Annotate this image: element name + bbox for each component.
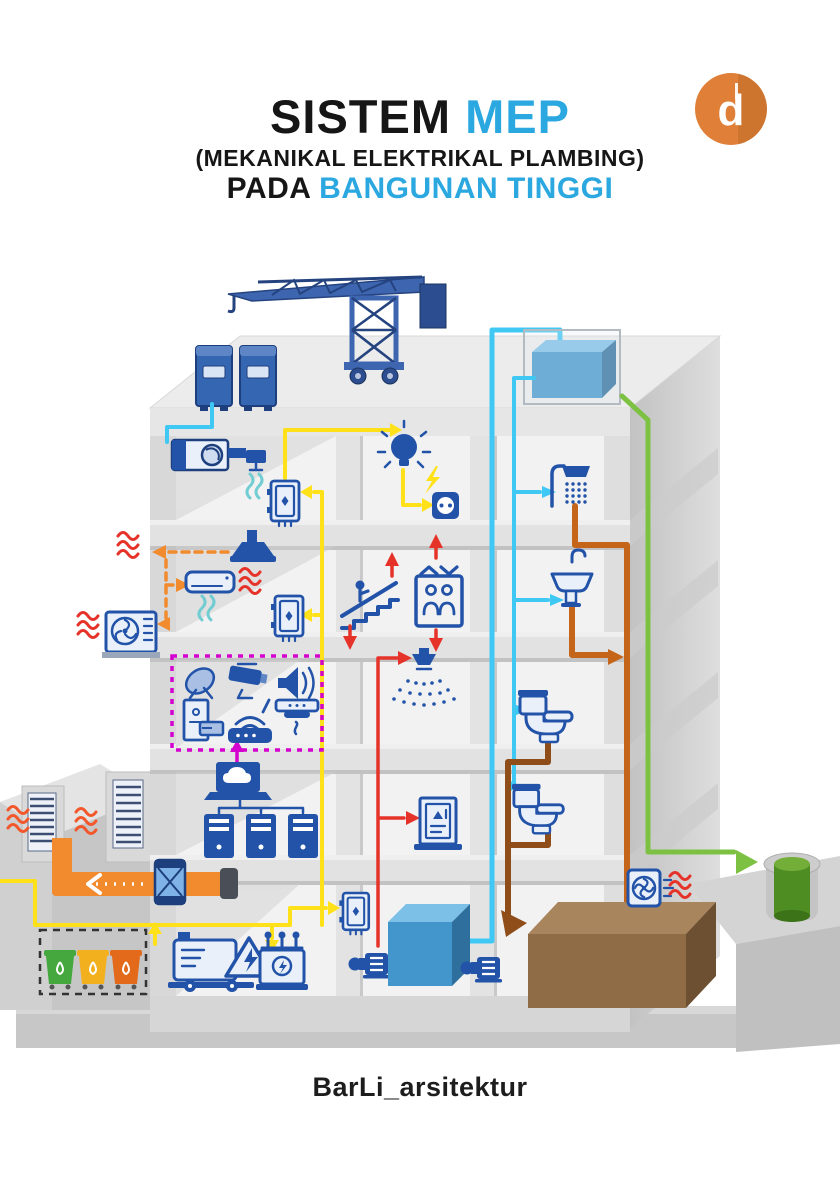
smoke-detector-icon xyxy=(274,698,320,736)
lightning-bolt-icon xyxy=(425,466,440,494)
exhaust-duct xyxy=(52,838,238,906)
title-part2: MEP xyxy=(465,90,570,143)
server-rack-icon xyxy=(204,762,318,858)
waste-bin-area xyxy=(38,928,148,996)
electrical-panel-icon xyxy=(269,594,305,643)
credit-text: BarLi_arsitektur xyxy=(312,1072,528,1102)
logo-tick xyxy=(735,83,738,99)
light-bulb-icon xyxy=(376,419,432,469)
title-line3: PADA BANGUNAN TINGGI xyxy=(0,171,840,205)
infiltration-well-icon xyxy=(763,852,821,922)
generator-icon xyxy=(168,932,274,992)
waste-bin-icon xyxy=(110,950,142,990)
title-line1: SISTEM MEP xyxy=(0,90,840,143)
fire-protection-pipe xyxy=(376,651,420,948)
kitchen-hood-icon xyxy=(230,530,276,595)
cooling-unit-icon xyxy=(195,345,277,411)
heat-waves-icon xyxy=(76,611,100,639)
title-part1: SISTEM xyxy=(270,90,452,143)
split-ac-outdoor-icon xyxy=(76,610,160,658)
refrigerant-line xyxy=(152,545,230,631)
tower-crane-icon xyxy=(227,275,447,385)
title-subtitle: (MEKANIKAL ELEKTRIKAL PLAMBING) xyxy=(195,144,645,171)
hydrant-box-icon xyxy=(414,796,462,850)
speaker-icon xyxy=(278,666,315,700)
exhaust-duct-fan-icon xyxy=(153,858,187,906)
power-socket-icon xyxy=(432,492,459,519)
exhaust-fan-icon xyxy=(626,868,692,908)
split-ac-indoor-icon xyxy=(184,570,236,622)
rooftop-water-tank-icon xyxy=(523,329,621,405)
transformer-icon xyxy=(256,931,308,990)
brand-logo: d xyxy=(695,73,767,145)
toilet-icon xyxy=(512,783,565,835)
waste-bin-icon xyxy=(44,950,76,990)
chilled-water-pipe xyxy=(165,402,214,444)
side-wall-slab-bands xyxy=(630,448,718,881)
fire-sprinkler-icon xyxy=(392,648,456,707)
escalator-icon xyxy=(340,552,400,650)
wifi-router-icon xyxy=(228,698,272,743)
rainwater-pipe xyxy=(619,393,758,874)
logo-letter: d xyxy=(717,86,745,135)
septic-tank-icon xyxy=(528,902,716,1008)
data-network-cable xyxy=(170,654,324,764)
electrical-cable xyxy=(0,423,440,952)
shower-icon xyxy=(550,464,590,508)
exhaust-louver-icon xyxy=(105,771,153,863)
sink-icon xyxy=(550,548,594,607)
ground-water-tank-icon xyxy=(388,904,470,986)
title-line3-part2: BANGUNAN TINGGI xyxy=(319,171,614,205)
heat-waves-icon xyxy=(116,531,140,559)
toilet-icon xyxy=(518,690,574,744)
cctv-camera-icon xyxy=(228,662,268,700)
title-line3-part1: PADA xyxy=(226,171,311,205)
access-control-icon xyxy=(182,698,225,742)
satellite-dish-icon xyxy=(184,667,216,700)
electrical-panel-icon xyxy=(265,479,301,528)
building-roof xyxy=(148,335,722,409)
ahu-unit-icon xyxy=(170,438,266,500)
waste-bin-icon xyxy=(77,950,109,990)
security-systems-box xyxy=(170,654,324,752)
elevator-icon xyxy=(414,534,464,652)
right-platform xyxy=(688,852,840,1052)
page-title: SISTEM MEP (MEKANIKAL ELEKTRIKAL PLAMBIN… xyxy=(0,90,840,205)
electrical-panel-icon xyxy=(338,891,371,936)
